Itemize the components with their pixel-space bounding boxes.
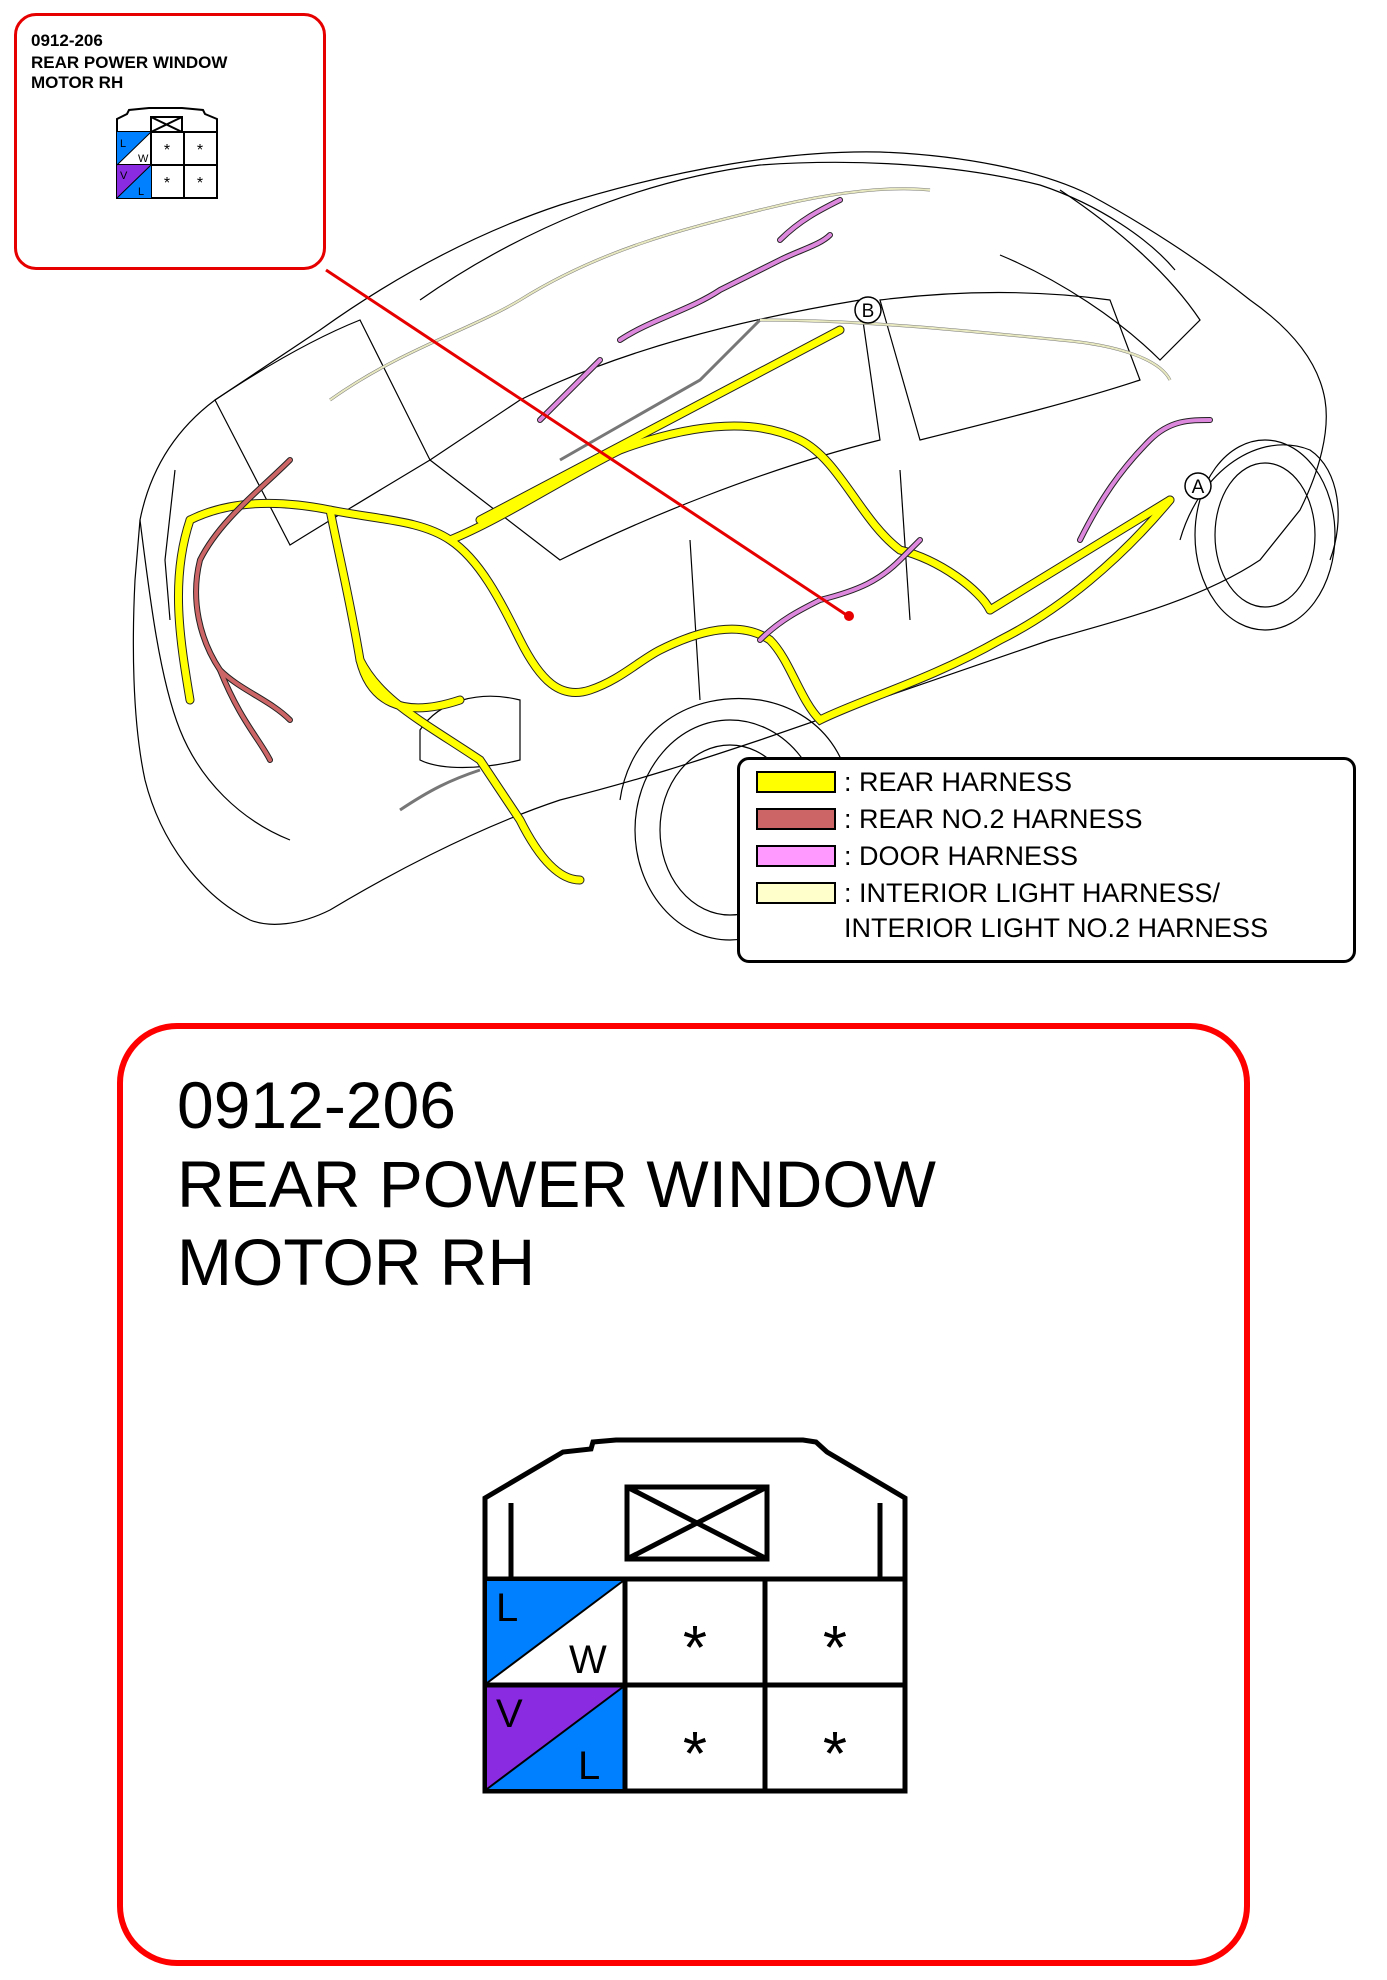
harness-legend: : REAR HARNESS : REAR NO.2 HARNESS : DOO…: [737, 757, 1356, 963]
legend-swatch: [756, 771, 836, 793]
small-connector-callout: 0912-206 REAR POWER WINDOW MOTOR RH L W …: [14, 13, 326, 270]
marker-b: B: [854, 296, 882, 324]
connector-code: 0912-206: [177, 1068, 456, 1142]
small-pin1-top: L: [120, 138, 126, 150]
small-pin3: *: [197, 142, 203, 159]
small-pin1-bottom: W: [138, 153, 149, 165]
pin4-bottom-label: L: [578, 1744, 600, 1788]
legend-label: : DOOR HARNESS: [844, 841, 1079, 871]
legend-swatch: [756, 845, 836, 867]
marker-b-label: B: [862, 301, 875, 322]
small-connector-face: L W V L * * * *: [116, 107, 218, 199]
callout-leader-line: [325, 268, 849, 618]
interior-light-harness: [329, 187, 1172, 812]
marker-a: A: [1184, 472, 1212, 500]
vehicle-harness-drawing: A B: [132, 151, 1339, 941]
small-pin2: *: [164, 142, 170, 159]
small-pin4-top: V: [120, 170, 128, 182]
connector-name-line1: REAR POWER WINDOW: [177, 1147, 936, 1221]
pin5-symbol: *: [683, 1720, 707, 1789]
large-connector-callout: 0912-206 REAR POWER WINDOW MOTOR RH: [117, 1023, 1250, 1966]
marker-a-label: A: [1192, 477, 1205, 498]
legend-swatch: [756, 808, 836, 830]
connector-name-line2: MOTOR RH: [177, 1225, 536, 1299]
small-pin4-bottom: L: [138, 186, 144, 198]
small-connector-name-line1: REAR POWER WINDOW: [31, 53, 228, 72]
car-body-outline: [132, 151, 1339, 941]
small-pin6: *: [197, 175, 203, 192]
small-connector-code: 0912-206: [31, 31, 103, 50]
pin2-symbol: *: [683, 1614, 707, 1683]
connector-face: L W V L * * * *: [482, 1437, 908, 1794]
pin3-symbol: *: [823, 1614, 847, 1683]
pin6-symbol: *: [823, 1720, 847, 1789]
legend-swatch: [756, 882, 836, 904]
small-connector-name-line2: MOTOR RH: [31, 73, 124, 92]
legend-label: : REAR HARNESS: [844, 767, 1073, 797]
small-pin5: *: [164, 175, 170, 192]
legend-label: : INTERIOR LIGHT HARNESS/: [844, 878, 1221, 908]
pin1-top-label: L: [496, 1586, 518, 1630]
pin4-top-label: V: [496, 1692, 523, 1736]
legend-label: INTERIOR LIGHT NO.2 HARNESS: [844, 913, 1269, 943]
legend-label: : REAR NO.2 HARNESS: [844, 804, 1143, 834]
pin1-bottom-label: W: [569, 1638, 607, 1682]
door-harness: [537, 197, 1213, 643]
